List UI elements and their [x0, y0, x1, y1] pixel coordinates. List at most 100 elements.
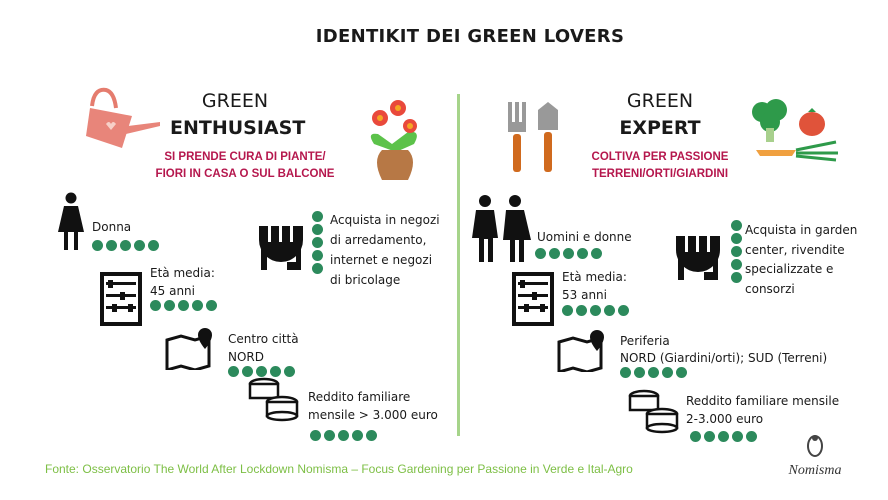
dot: [731, 259, 742, 270]
couple-icon: [472, 195, 531, 262]
dot: [676, 367, 687, 378]
shopping-line: di arredamento,: [330, 233, 427, 247]
dot: [256, 366, 267, 377]
shopping-line: center, rivendite: [745, 242, 845, 257]
right-shopping-dots: [731, 220, 742, 283]
flower-pot-icon: [370, 100, 417, 180]
watering-can-icon: [86, 87, 160, 148]
divider: [457, 94, 460, 436]
heading-line1: GREEN: [626, 90, 694, 112]
store-icon: [676, 236, 720, 280]
subtitle-line2: FIORI IN CASA O SUL BALCONE: [155, 168, 335, 180]
right-income-line2: 2-3.000 euro: [686, 412, 764, 426]
left-location-dots: [228, 366, 295, 377]
map-pin-icon: [557, 330, 604, 372]
dot: [178, 300, 189, 311]
right-gender-dots: [535, 248, 602, 259]
dot: [549, 248, 560, 259]
dot: [731, 233, 742, 244]
right-subtitle: COLTIVA PER PASSIONE TERRENI/ORTI/GIARDI…: [545, 149, 775, 183]
dot: [310, 430, 321, 441]
left-gender: Donna: [92, 220, 132, 234]
dot: [164, 300, 175, 311]
right-age-label: Età media:: [562, 270, 627, 284]
dot: [634, 367, 645, 378]
right-gender: Uomini e donne: [537, 230, 632, 244]
dot: [134, 240, 145, 251]
dot: [366, 430, 377, 441]
dot: [228, 366, 239, 377]
shopping-line: consorzi: [745, 281, 795, 296]
left-location-line1: Centro città: [228, 332, 299, 346]
dot: [718, 431, 729, 442]
dot: [312, 237, 323, 248]
store-icon: [259, 226, 303, 270]
right-location-dots: [620, 367, 687, 378]
left-age-value: 45 anni: [150, 284, 195, 298]
logo-text: Nomisma: [788, 463, 842, 478]
dot: [648, 367, 659, 378]
dot: [150, 300, 161, 311]
right-income-line1: Reddito familiare mensile: [686, 394, 840, 408]
heading-line2: ENTHUSIAST: [170, 117, 306, 139]
woman-icon: [58, 192, 84, 250]
dot: [312, 224, 323, 235]
dot: [604, 305, 615, 316]
left-gender-dots: [92, 240, 159, 251]
dot: [577, 248, 588, 259]
dot: [731, 220, 742, 231]
abacus-icon: [100, 272, 142, 326]
shopping-line: internet e negozi: [330, 253, 433, 267]
map-pin-icon: [165, 328, 212, 370]
shopping-line: Acquista in garden: [745, 223, 858, 237]
dot: [312, 263, 323, 274]
right-location-line2: NORD (Giardini/orti); SUD (Terreni): [620, 351, 828, 365]
dot: [704, 431, 715, 442]
dot: [312, 250, 323, 261]
dot: [591, 248, 602, 259]
dot: [576, 305, 587, 316]
dot: [338, 430, 349, 441]
abacus-icon: [512, 272, 554, 326]
subtitle-line1: SI PRENDE CURA DI PIANTE/: [164, 151, 326, 163]
left-income-line2: mensile > 3.000 euro: [308, 408, 438, 422]
dot: [662, 367, 673, 378]
dot: [270, 366, 281, 377]
nomisma-logo: Nomisma: [775, 432, 855, 479]
dot: [120, 240, 131, 251]
dot: [620, 367, 631, 378]
dot: [731, 272, 742, 283]
left-subtitle: SI PRENDE CURA DI PIANTE/ FIORI IN CASA …: [130, 149, 360, 183]
dot: [563, 248, 574, 259]
left-income-dots: [310, 430, 377, 441]
dot: [690, 431, 701, 442]
heading-line2: EXPERT: [619, 117, 701, 139]
dot: [242, 366, 253, 377]
right-age-dots: [562, 305, 629, 316]
source-note: Fonte: Osservatorio The World After Lock…: [45, 462, 633, 476]
dot: [148, 240, 159, 251]
left-age-dots: [150, 300, 217, 311]
right-location-line1: Periferia: [620, 334, 670, 348]
dot: [618, 305, 629, 316]
left-age-label: Età media:: [150, 266, 215, 280]
right-income-dots: [690, 431, 757, 442]
logo-emblem-icon: [807, 435, 823, 457]
left-location-line2: NORD: [228, 350, 264, 364]
dot: [352, 430, 363, 441]
dot: [92, 240, 103, 251]
subtitle-line1: COLTIVA PER PASSIONE: [591, 151, 729, 163]
dot: [324, 430, 335, 441]
dot: [535, 248, 546, 259]
dot: [284, 366, 295, 377]
vegetables-icon: [752, 99, 838, 162]
dot: [106, 240, 117, 251]
right-age-value: 53 anni: [562, 288, 607, 302]
shopping-line: specializzate e: [745, 262, 834, 276]
subtitle-line2: TERRENI/ORTI/GIARDINI: [591, 168, 729, 180]
dot: [192, 300, 203, 311]
dot: [732, 431, 743, 442]
left-shopping-text: Acquista in negozi di arredamento, inter…: [330, 210, 440, 290]
dot: [312, 211, 323, 222]
